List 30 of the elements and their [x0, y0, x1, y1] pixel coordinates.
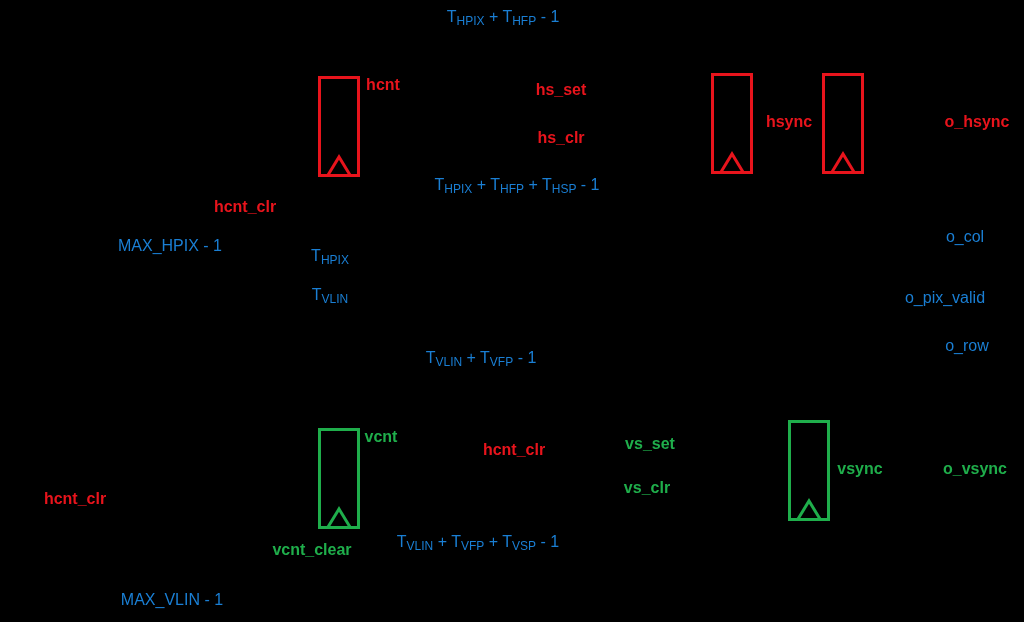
signal-name: o_hsync	[944, 114, 1010, 130]
signal-name: vs_clr	[623, 480, 671, 496]
signal-name: vcnt_clear	[272, 542, 352, 558]
register-symbol	[822, 73, 864, 174]
signal-name: vsync	[837, 461, 883, 477]
timing-expression: T$_{VLIN}$ + T$_{VFP}$ - 1	[425, 350, 537, 366]
signal-name: hcnt_clr	[43, 491, 107, 507]
signal-name: hcnt	[366, 77, 400, 93]
timing-expression: T$_{VLIN}$	[311, 287, 349, 303]
register-symbol	[788, 420, 830, 521]
signal-name: hsync	[765, 114, 813, 130]
timing-expression: T$_{HPIX}$ + T$_{HFP}$ - 1	[446, 9, 560, 25]
timing-expression: MAX_VLIN - 1	[120, 592, 224, 608]
register-symbol	[318, 428, 360, 529]
register-symbol	[318, 76, 360, 177]
signal-name: vs_set	[625, 436, 675, 452]
signal-name: hcnt_clr	[482, 442, 546, 458]
timing-expression: T$_{VLIN}$ + T$_{VFP}$ + T$_{VSP}$ - 1	[396, 534, 560, 550]
signal-name: hs_clr	[537, 130, 585, 146]
signal-name: hs_set	[535, 82, 587, 98]
timing-expression: o_col	[945, 229, 985, 245]
timing-expression: o_row	[945, 338, 989, 354]
signal-name: hcnt_clr	[213, 199, 277, 215]
register-symbol	[711, 73, 753, 174]
signal-name: o_vsync	[943, 461, 1007, 477]
timing-expression: o_pix_valid	[904, 290, 986, 306]
timing-expression: T$_{HPIX}$ + T$_{HFP}$ + T$_{HSP}$ - 1	[434, 177, 600, 193]
timing-expression: T$_{HPIX}$	[311, 248, 349, 264]
signal-name: vcnt	[364, 429, 398, 445]
timing-expression: MAX_HPIX - 1	[118, 238, 222, 254]
